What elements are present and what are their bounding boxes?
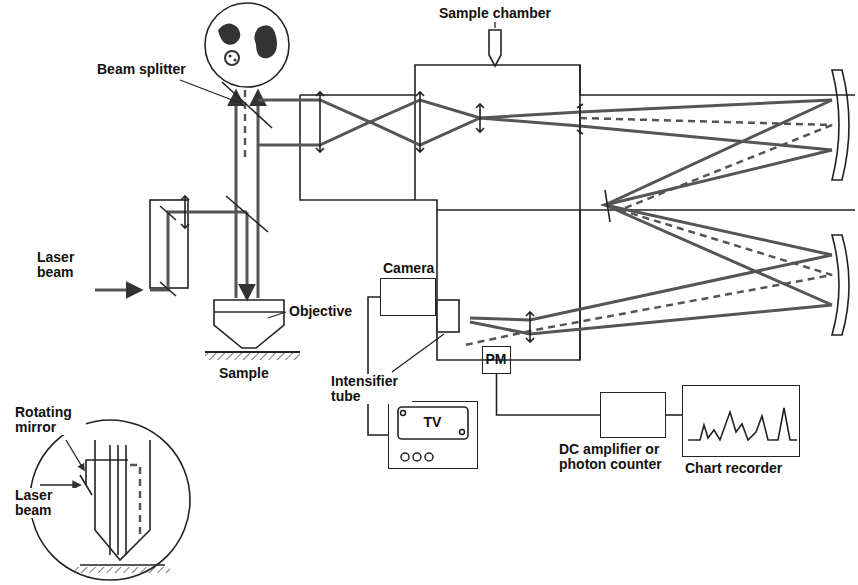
part-label: Sample xyxy=(218,366,270,381)
signal-wire xyxy=(666,414,682,416)
part-label: Objective xyxy=(288,304,353,319)
part-label: Beam splitter xyxy=(96,62,187,77)
amplifier-box: DC amplifier or photon counter xyxy=(600,392,666,438)
signal-wire xyxy=(497,374,601,415)
camera-box: Camera xyxy=(380,278,436,316)
node-label: PM xyxy=(485,352,506,367)
part-label: Rotating mirror xyxy=(14,405,86,435)
node-label: DC amplifier or photon counter xyxy=(559,442,677,472)
part-label: Laser beam xyxy=(36,250,98,280)
node-label: Chart recorder xyxy=(685,461,782,476)
photomultiplier-box: PM xyxy=(482,346,511,374)
node-label: TV xyxy=(423,415,441,430)
signal-wire xyxy=(368,297,388,435)
chart-recorder-box: Chart recorder xyxy=(682,385,800,457)
part-label: Laser beam xyxy=(14,488,76,518)
node-label: Camera xyxy=(383,261,434,276)
tv-monitor: TV xyxy=(388,401,478,469)
part-label: Intensifier tube xyxy=(330,374,412,404)
part-label: Sample chamber xyxy=(438,6,552,21)
